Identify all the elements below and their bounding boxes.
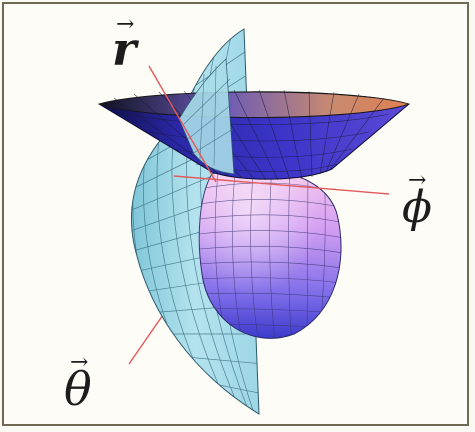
- coordinate-surfaces-diagram: [97, 28, 411, 415]
- theta-vector-arrow: →: [70, 350, 89, 375]
- theta-vector-label: → θ: [64, 352, 92, 416]
- r-vector-label: → r: [112, 14, 137, 76]
- cone-surface: [97, 58, 411, 181]
- figure-frame: → r → ϕ → θ: [2, 2, 469, 426]
- r-vector-arrow: →: [116, 12, 135, 37]
- r-symbol: r: [112, 22, 137, 76]
- theta-symbol: θ: [64, 362, 92, 416]
- phi-symbol: ϕ: [402, 182, 432, 233]
- phi-vector-label: → ϕ: [402, 168, 432, 233]
- phi-vector-arrow: →: [408, 168, 427, 193]
- phi-axis-line: [173, 175, 390, 195]
- r-axis-line: [148, 65, 217, 183]
- sphere-surface: [198, 168, 342, 339]
